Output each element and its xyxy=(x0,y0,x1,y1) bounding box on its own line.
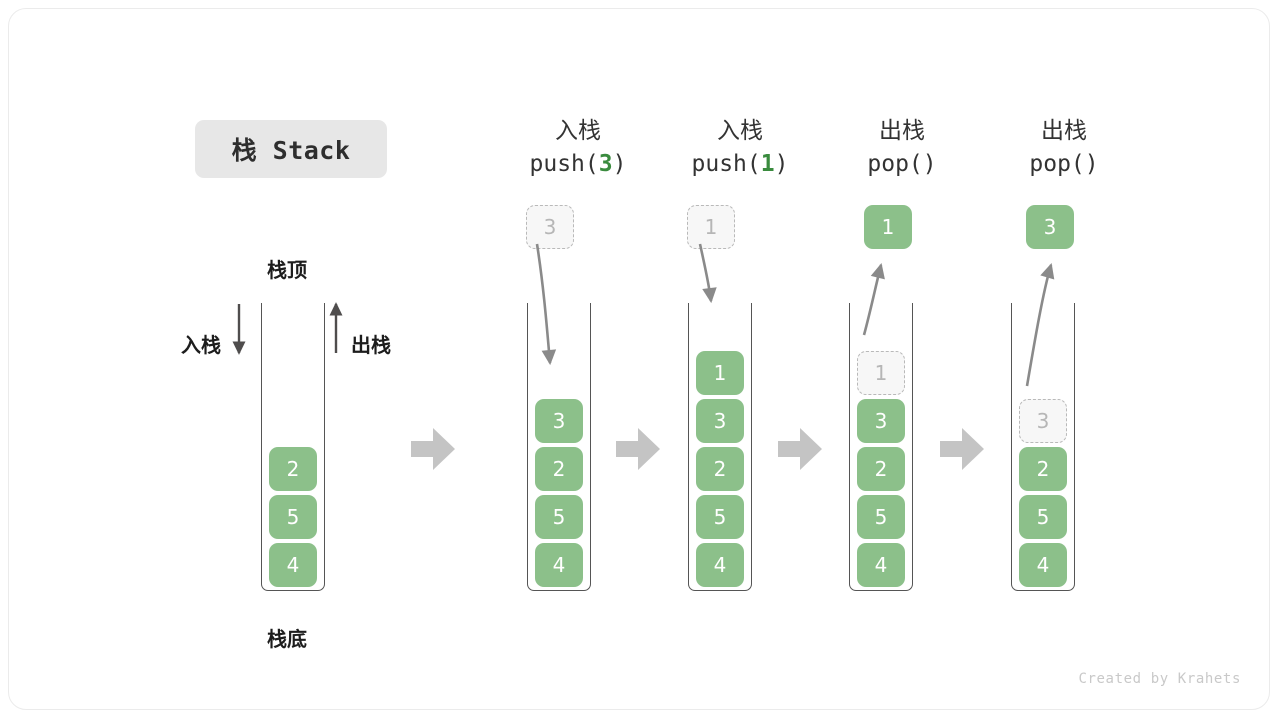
stack-cell: 2 xyxy=(696,447,744,491)
stack-cell: 4 xyxy=(696,543,744,587)
stack-cell: 3 xyxy=(535,399,583,443)
popped-box-3: 3 xyxy=(1026,205,1074,249)
stack-cell: 5 xyxy=(696,495,744,539)
pending-push-box-3: 3 xyxy=(526,205,574,249)
stack-walls xyxy=(1011,303,1075,591)
stack-cell: 3 xyxy=(857,399,905,443)
code-argument: 3 xyxy=(598,151,613,177)
code-prefix: pop( xyxy=(867,151,923,177)
pending-push-box-1: 1 xyxy=(687,205,735,249)
stack-walls xyxy=(527,303,591,591)
stack-cell: 4 xyxy=(535,543,583,587)
vacated-slot: 1 xyxy=(857,351,905,395)
stack-cells-pop-3: 4 5 2 3 xyxy=(1011,395,1075,587)
stack-cell: 5 xyxy=(857,495,905,539)
stage-operation-cn: 入栈 xyxy=(717,118,763,144)
stack-container-push-1: 4 5 2 3 1 xyxy=(688,303,752,591)
stack-cell: 3 xyxy=(696,399,744,443)
stack-cell: 5 xyxy=(535,495,583,539)
code-argument: 1 xyxy=(760,151,775,177)
stage-header-pop-1: 出栈 pop() xyxy=(817,115,987,181)
stack-container-initial: 4 5 2 xyxy=(261,303,325,591)
pop-side-label: 出栈 xyxy=(351,333,391,357)
diagram-title-badge: 栈 Stack xyxy=(195,120,387,178)
stack-cell: 4 xyxy=(1019,543,1067,587)
stage-transition-arrow xyxy=(940,428,984,470)
stack-bottom-label: 栈底 xyxy=(267,627,307,651)
stack-container-push-3: 4 5 2 3 xyxy=(527,303,591,591)
stack-cell: 2 xyxy=(857,447,905,491)
stage-operation-code: pop() xyxy=(817,147,987,181)
code-suffix: ) xyxy=(612,151,627,177)
stack-cells-pop-1: 4 5 2 3 1 xyxy=(849,347,913,587)
stack-cell: 5 xyxy=(269,495,317,539)
push-motion-arrow-1 xyxy=(698,243,717,304)
stage-operation-code: pop() xyxy=(979,147,1149,181)
stage-header-pop-3: 出栈 pop() xyxy=(979,115,1149,181)
code-prefix: pop( xyxy=(1029,151,1085,177)
stack-top-label: 栈顶 xyxy=(267,258,307,282)
stage-operation-cn: 入栈 xyxy=(555,118,601,144)
stage-operation-code: push(3) xyxy=(493,147,663,181)
stack-cell: 2 xyxy=(269,447,317,491)
stack-cells-initial: 4 5 2 xyxy=(261,443,325,587)
code-suffix: ) xyxy=(774,151,789,177)
stage-header-push-3: 入栈 push(3) xyxy=(493,115,663,181)
stage-operation-cn: 出栈 xyxy=(879,118,925,144)
stack-walls xyxy=(688,303,752,591)
stack-cell: 2 xyxy=(1019,447,1067,491)
stack-cells-push-1: 4 5 2 3 1 xyxy=(688,347,752,587)
stage-transition-arrow xyxy=(411,428,455,470)
vacated-slot: 3 xyxy=(1019,399,1067,443)
stack-cell: 1 xyxy=(696,351,744,395)
code-prefix: push( xyxy=(529,151,599,177)
stage-transition-arrow xyxy=(616,428,660,470)
push-side-label: 入栈 xyxy=(181,333,221,357)
code-suffix: ) xyxy=(1084,151,1099,177)
stage-operation-code: push(1) xyxy=(655,147,825,181)
code-suffix: ) xyxy=(922,151,937,177)
stack-cells-push-3: 4 5 2 3 xyxy=(527,395,591,587)
stack-cell: 5 xyxy=(1019,495,1067,539)
stack-container-pop-1: 4 5 2 3 1 xyxy=(849,303,913,591)
popped-box-1: 1 xyxy=(864,205,912,249)
stack-walls xyxy=(261,303,325,591)
stack-cell: 4 xyxy=(857,543,905,587)
diagram-title-text: 栈 Stack xyxy=(231,136,351,165)
stack-walls xyxy=(849,303,913,591)
stack-cell: 4 xyxy=(269,543,317,587)
stage-operation-cn: 出栈 xyxy=(1041,118,1087,144)
diagram-card: 栈 Stack 栈顶 入栈 出栈 4 5 2 栈底 入栈 push(3) 3 4… xyxy=(8,8,1270,710)
stage-header-push-1: 入栈 push(1) xyxy=(655,115,825,181)
stage-transition-arrow xyxy=(778,428,822,470)
code-prefix: push( xyxy=(691,151,761,177)
stack-cell: 2 xyxy=(535,447,583,491)
watermark: Created by Krahets xyxy=(1078,671,1241,687)
stack-container-pop-3: 4 5 2 3 xyxy=(1011,303,1075,591)
